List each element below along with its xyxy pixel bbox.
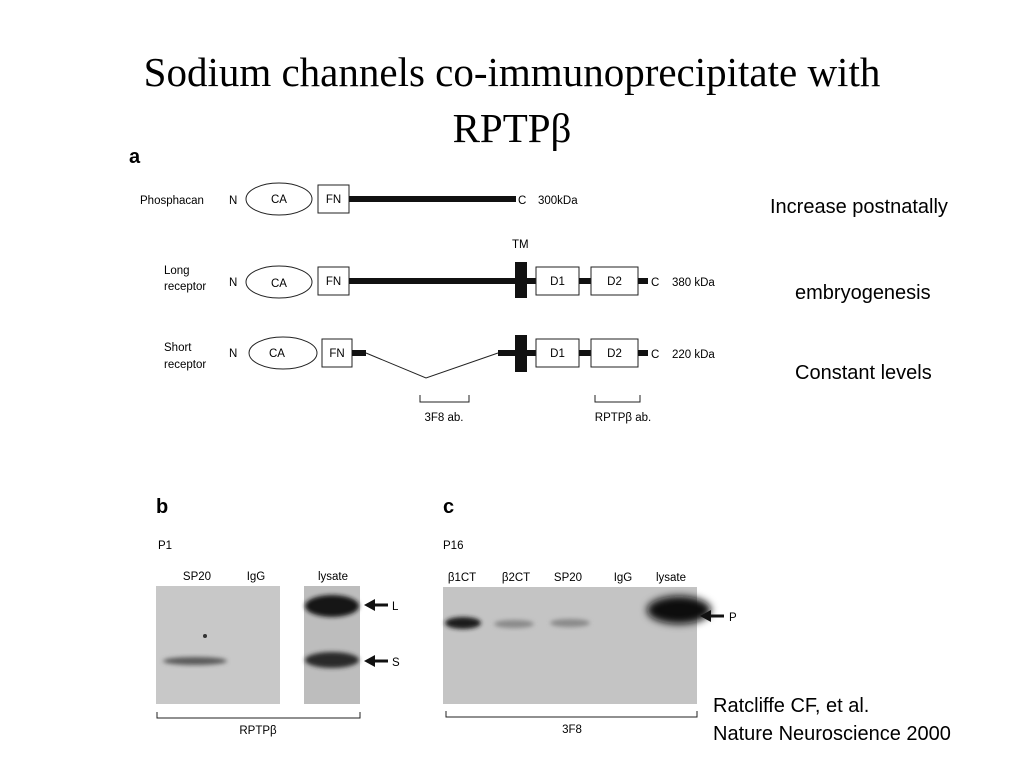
citation-authors: Ratcliffe CF, et al. [713,695,870,717]
ca-domain [245,182,313,216]
c-terminus-label: C [518,195,526,207]
ca-label: CA [269,348,285,360]
stub-segment [498,350,515,356]
row-long-name-1: Long [164,265,190,277]
band-label-s: S [392,657,400,669]
ca-domain [248,336,318,370]
lane-label-igg: IgG [614,572,633,584]
extracellular-segment [349,278,515,284]
extracellular-segment [349,196,516,202]
row-long-receptor: Long receptor N CA FN TM D1 D2 C 380 kDa [164,239,715,299]
c-tail [638,350,648,356]
row-short-name-1: Short [164,342,192,354]
fn-domain [321,338,353,368]
c-tail [638,278,648,284]
arrow-l [364,599,388,611]
lane-label-lysate: lysate [318,571,348,583]
fn-label: FN [329,348,344,360]
panel-c-label: c [443,496,454,518]
title-line-1: Sodium channels co-immunoprecipitate wit… [143,49,881,95]
bracket-3f8 [419,395,470,403]
row-short-size: 220 kDa [672,349,715,361]
row-short-name-2: receptor [164,359,206,371]
n-terminus-label: N [229,277,237,289]
fn-domain [317,184,350,214]
tm-label: TM [512,239,529,251]
band-b1ct [445,617,481,629]
row-phosphacan-name: Phosphacan [140,195,204,207]
stub-segment [352,350,366,356]
fn-label: FN [326,194,341,206]
panel-a: a Phosphacan N CA FN C 300kDa Long recep… [129,146,715,424]
row-phosphacan: Phosphacan N CA FN C 300kDa [140,182,578,216]
ab-3f8-label: 3F8 ab. [425,412,464,424]
ab-rptp-label: RPTPβ ab. [595,412,651,424]
band-lysate-p [647,596,711,624]
blot-speck [203,634,207,638]
d1-label: D1 [550,276,565,288]
d2-label: D2 [607,348,622,360]
transmembrane-domain [515,262,527,298]
row-long-name-2: receptor [164,281,206,293]
fn-label: FN [326,276,341,288]
d1-domain [535,338,580,368]
panel-c-age: P16 [443,540,463,552]
arrow-p [700,610,724,622]
lane-label-sp20: SP20 [554,572,582,584]
transmembrane-domain [515,335,527,372]
band-sp20 [550,619,590,627]
ca-domain [245,265,313,299]
ca-label: CA [271,194,287,206]
lane-label-b1ct: β1CT [448,572,476,584]
panel-b-antibody: RPTPβ [239,725,277,737]
arrow-s [364,655,388,667]
band-sp20-s [163,657,227,665]
bracket-rptp [594,395,641,403]
fn-domain [317,266,350,296]
n-terminus-label: N [229,348,237,360]
row-short-receptor: Short receptor N CA FN D1 D2 C 220 kDa [164,335,715,379]
row-long-size: 380 kDa [672,277,715,289]
linker-segment [579,350,591,356]
spliced-segment [365,352,499,379]
note-increase-postnatally: Increase postnatally [770,196,948,218]
citation: Ratcliffe CF, et al. Nature Neuroscience… [713,692,951,748]
lane-label-lysate: lysate [656,572,686,584]
linker-segment [579,278,591,284]
lane-label-igg: IgG [247,571,266,583]
slide-title: Sodium channels co-immunoprecipitate wit… [60,44,964,156]
bracket-3f8-c [445,711,698,718]
c-terminus-label: C [651,277,659,289]
title-line-2: RPTPβ [452,105,572,151]
panel-b-age: P1 [158,540,172,552]
citation-journal: Nature Neuroscience 2000 [713,723,951,745]
row-phosphacan-size: 300kDa [538,195,578,207]
linker-segment [527,350,536,356]
linker-segment [527,278,536,284]
panel-b-label: b [156,496,168,518]
panel-a-label: a [129,146,141,168]
c-terminus-label: C [651,349,659,361]
panel-c-antibody: 3F8 [562,724,582,736]
d2-domain [590,338,639,368]
note-constant-levels: Constant levels [795,362,932,384]
d2-label: D2 [607,276,622,288]
n-terminus-label: N [229,195,237,207]
panel-c: c P16 β1CT β2CT SP20 IgG lysate P 3F8 [443,496,737,736]
ca-label: CA [271,278,287,290]
band-label-l: L [392,601,399,613]
band-label-p: P [729,612,737,624]
bracket-rptpb [156,712,361,719]
band-lysate-l [305,595,359,617]
d1-label: D1 [550,348,565,360]
note-embryogenesis: embryogenesis [795,282,931,304]
d2-domain [590,266,639,296]
lane-label-sp20: SP20 [183,571,211,583]
lane-label-b2ct: β2CT [502,572,530,584]
band-lysate-s [305,652,359,668]
band-b2ct [494,620,534,628]
panel-b: b P1 SP20 IgG lysate L S RPTPβ [156,496,400,737]
blot-b-ip [156,586,280,704]
